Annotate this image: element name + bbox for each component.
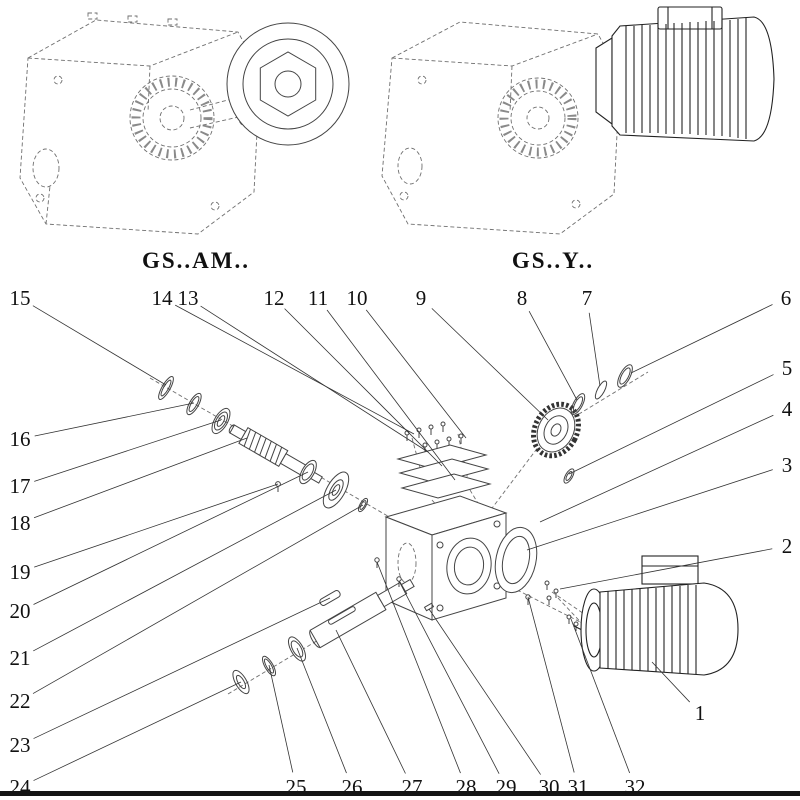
seal-ring — [158, 376, 174, 400]
callout-number-20: 20 — [10, 599, 31, 623]
callout-number-17: 17 — [10, 474, 31, 498]
spacer-ring — [563, 468, 575, 484]
variant-label-gsam: GS..AM.. — [142, 248, 250, 273]
shaft-key — [319, 590, 341, 606]
callout-number-16: 16 — [10, 427, 31, 451]
input-axis — [149, 377, 399, 523]
leader-line-30 — [428, 608, 541, 775]
callout-number-8: 8 — [517, 286, 528, 310]
callout-number-5: 5 — [782, 356, 793, 380]
washer-ring — [570, 393, 586, 415]
motor-exploded — [573, 555, 739, 676]
callout-number-12: 12 — [264, 286, 285, 310]
dowel-pin — [423, 602, 435, 612]
callout-number-4: 4 — [782, 397, 793, 421]
leader-line-5 — [568, 374, 774, 475]
leader-line-11 — [326, 309, 456, 481]
leader-line-32 — [570, 618, 631, 774]
small-ring — [357, 497, 369, 513]
callout-number-9: 9 — [416, 286, 427, 310]
leader-line-12 — [284, 308, 443, 467]
motor-body — [599, 582, 739, 676]
callout-number-3: 3 — [782, 453, 793, 477]
gear-housing — [384, 495, 508, 621]
callout-number-14: 14 — [152, 286, 174, 310]
leader-line-13 — [200, 305, 429, 453]
output-flange-ring — [494, 526, 538, 594]
callout-number-21: 21 — [10, 646, 31, 670]
lower-cover-plate — [400, 473, 492, 499]
leader-line-16 — [34, 402, 195, 437]
leader-line-22 — [32, 504, 364, 694]
leader-line-15 — [32, 305, 167, 386]
motor-fins — [625, 18, 747, 139]
leader-line-10 — [365, 309, 467, 439]
leader-line-2 — [559, 548, 773, 590]
leader-line-27 — [335, 629, 406, 774]
flange-screw — [525, 594, 531, 605]
callout-number-18: 18 — [10, 511, 31, 535]
output-shaft — [309, 578, 415, 649]
callout-number-23: 23 — [10, 733, 31, 757]
input-bore-hatch — [131, 77, 213, 159]
leader-line-26 — [296, 647, 347, 774]
leader-line-29 — [398, 580, 500, 774]
leader-line-7 — [588, 312, 601, 387]
circlip — [594, 380, 608, 400]
callout-number-7: 7 — [582, 286, 593, 310]
gasket — [398, 458, 490, 484]
cover-assembly — [396, 421, 492, 516]
leader-line-19 — [34, 483, 279, 568]
leader-line-20 — [33, 471, 309, 605]
leader-line-8 — [528, 311, 578, 401]
input-bore-hatch — [499, 79, 577, 157]
leader-line-24 — [33, 681, 242, 781]
leader-line-6 — [630, 304, 773, 374]
variant-gsam-drawing — [19, 12, 350, 235]
motor-fins — [607, 585, 697, 674]
callout-number-2: 2 — [782, 534, 793, 558]
callout-number-1: 1 — [695, 701, 706, 725]
leader-line-31 — [527, 596, 575, 773]
leader-line-28 — [376, 561, 461, 774]
variant-label-gsy: GS..Y.. — [511, 248, 595, 273]
leader-line-4 — [539, 414, 774, 523]
terminal-box — [641, 555, 699, 585]
leader-line-18 — [33, 437, 248, 519]
page-border-bottom — [0, 791, 800, 796]
variant-gsy-drawing — [381, 6, 775, 235]
leader-line-1 — [651, 661, 691, 703]
callout-number-22: 22 — [10, 689, 31, 713]
leader-line-14 — [175, 304, 415, 435]
motor-drawing — [595, 6, 775, 142]
leader-line-21 — [33, 489, 337, 652]
retaining-ring — [262, 655, 276, 677]
retaining-ring — [186, 392, 202, 416]
output-flange — [189, 22, 350, 146]
leader-line-9 — [431, 308, 549, 421]
motor-mounting-screws — [544, 580, 591, 633]
leader-line-3 — [526, 469, 773, 551]
callout-number-19: 19 — [10, 560, 31, 584]
exploded-view — [149, 364, 739, 695]
leader-line-25 — [268, 664, 294, 773]
end-washer — [617, 364, 633, 388]
callout-number-13: 13 — [178, 286, 199, 310]
callout-number-6: 6 — [781, 286, 792, 310]
input-shaft-parts — [158, 376, 369, 513]
input-bearing — [211, 407, 231, 435]
callout-number-15: 15 — [10, 286, 31, 310]
callout-number-10: 10 — [347, 286, 368, 310]
callout-number-11: 11 — [308, 286, 328, 310]
leader-line-17 — [34, 419, 222, 482]
leader-line-23 — [33, 597, 331, 739]
